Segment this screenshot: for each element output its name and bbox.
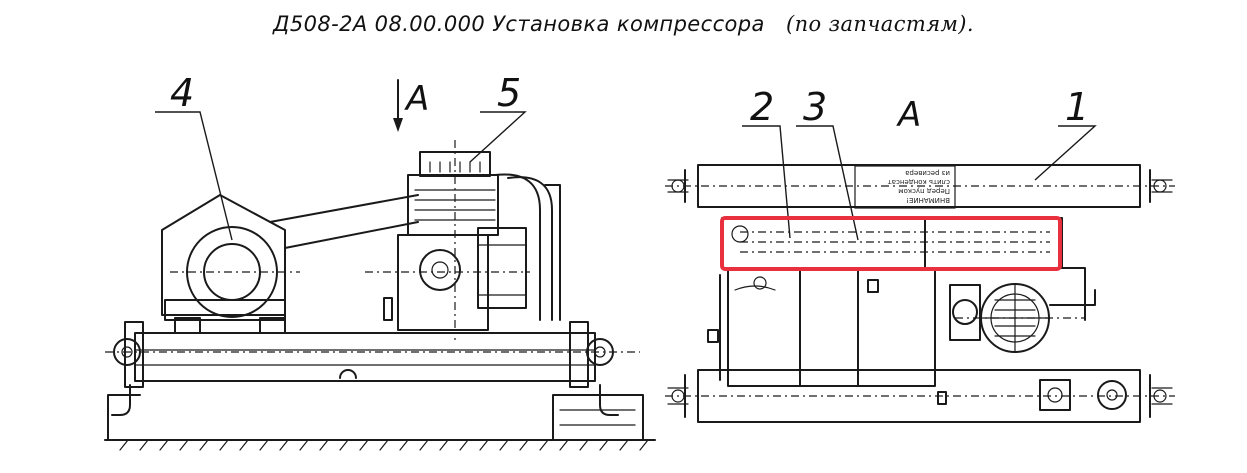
compressor-unit bbox=[365, 140, 561, 340]
bottom-receiver bbox=[665, 369, 1175, 423]
base-frame bbox=[105, 321, 640, 416]
plan-view-label: А bbox=[896, 95, 921, 135]
top-receiver bbox=[665, 164, 1175, 208]
view-arrow: А bbox=[393, 79, 429, 132]
callout-label-3: 3 bbox=[803, 85, 827, 129]
view-arrow-label: А bbox=[404, 79, 429, 119]
side-view: А 4 5 bbox=[104, 71, 656, 451]
callout-1: 1 bbox=[1034, 85, 1097, 181]
frame-body bbox=[707, 217, 1086, 387]
callout-5: 5 bbox=[469, 71, 527, 163]
drawing-title: Д508-2А 08.00.000 Установка компрессора … bbox=[0, 12, 1247, 36]
motor-belt-guard bbox=[161, 194, 419, 334]
callout-label-2: 2 bbox=[750, 85, 774, 129]
callout-label-4: 4 bbox=[170, 71, 194, 115]
callout-3: 3 bbox=[796, 85, 859, 241]
warning-plate-line-4: из ресивера bbox=[905, 169, 950, 177]
callout-label-5: 5 bbox=[497, 71, 521, 115]
foundation-hatching bbox=[104, 394, 656, 451]
callout-4: 4 bbox=[155, 71, 233, 241]
callout-label-1: 1 bbox=[1065, 85, 1089, 129]
warning-plate: ВНИМАНИЕ! Перед пуском слить конденсат и… bbox=[854, 165, 956, 209]
warning-plate-line-1: ВНИМАНИЕ! bbox=[906, 196, 950, 204]
callout-2: 2 bbox=[742, 85, 791, 239]
warning-plate-line-2: Перед пуском bbox=[898, 187, 950, 195]
plan-view: А ВНИМАНИЕ! Перед пуском слить конденсат… bbox=[665, 85, 1175, 423]
drawing-title-sub: (по запчастям). bbox=[786, 12, 974, 36]
fan-motor bbox=[949, 283, 1096, 353]
drawing-title-main: Д508-2А 08.00.000 Установка компрессора bbox=[273, 12, 765, 36]
highlight-box bbox=[720, 216, 1062, 271]
warning-plate-line-3: слить конденсат bbox=[888, 178, 950, 186]
